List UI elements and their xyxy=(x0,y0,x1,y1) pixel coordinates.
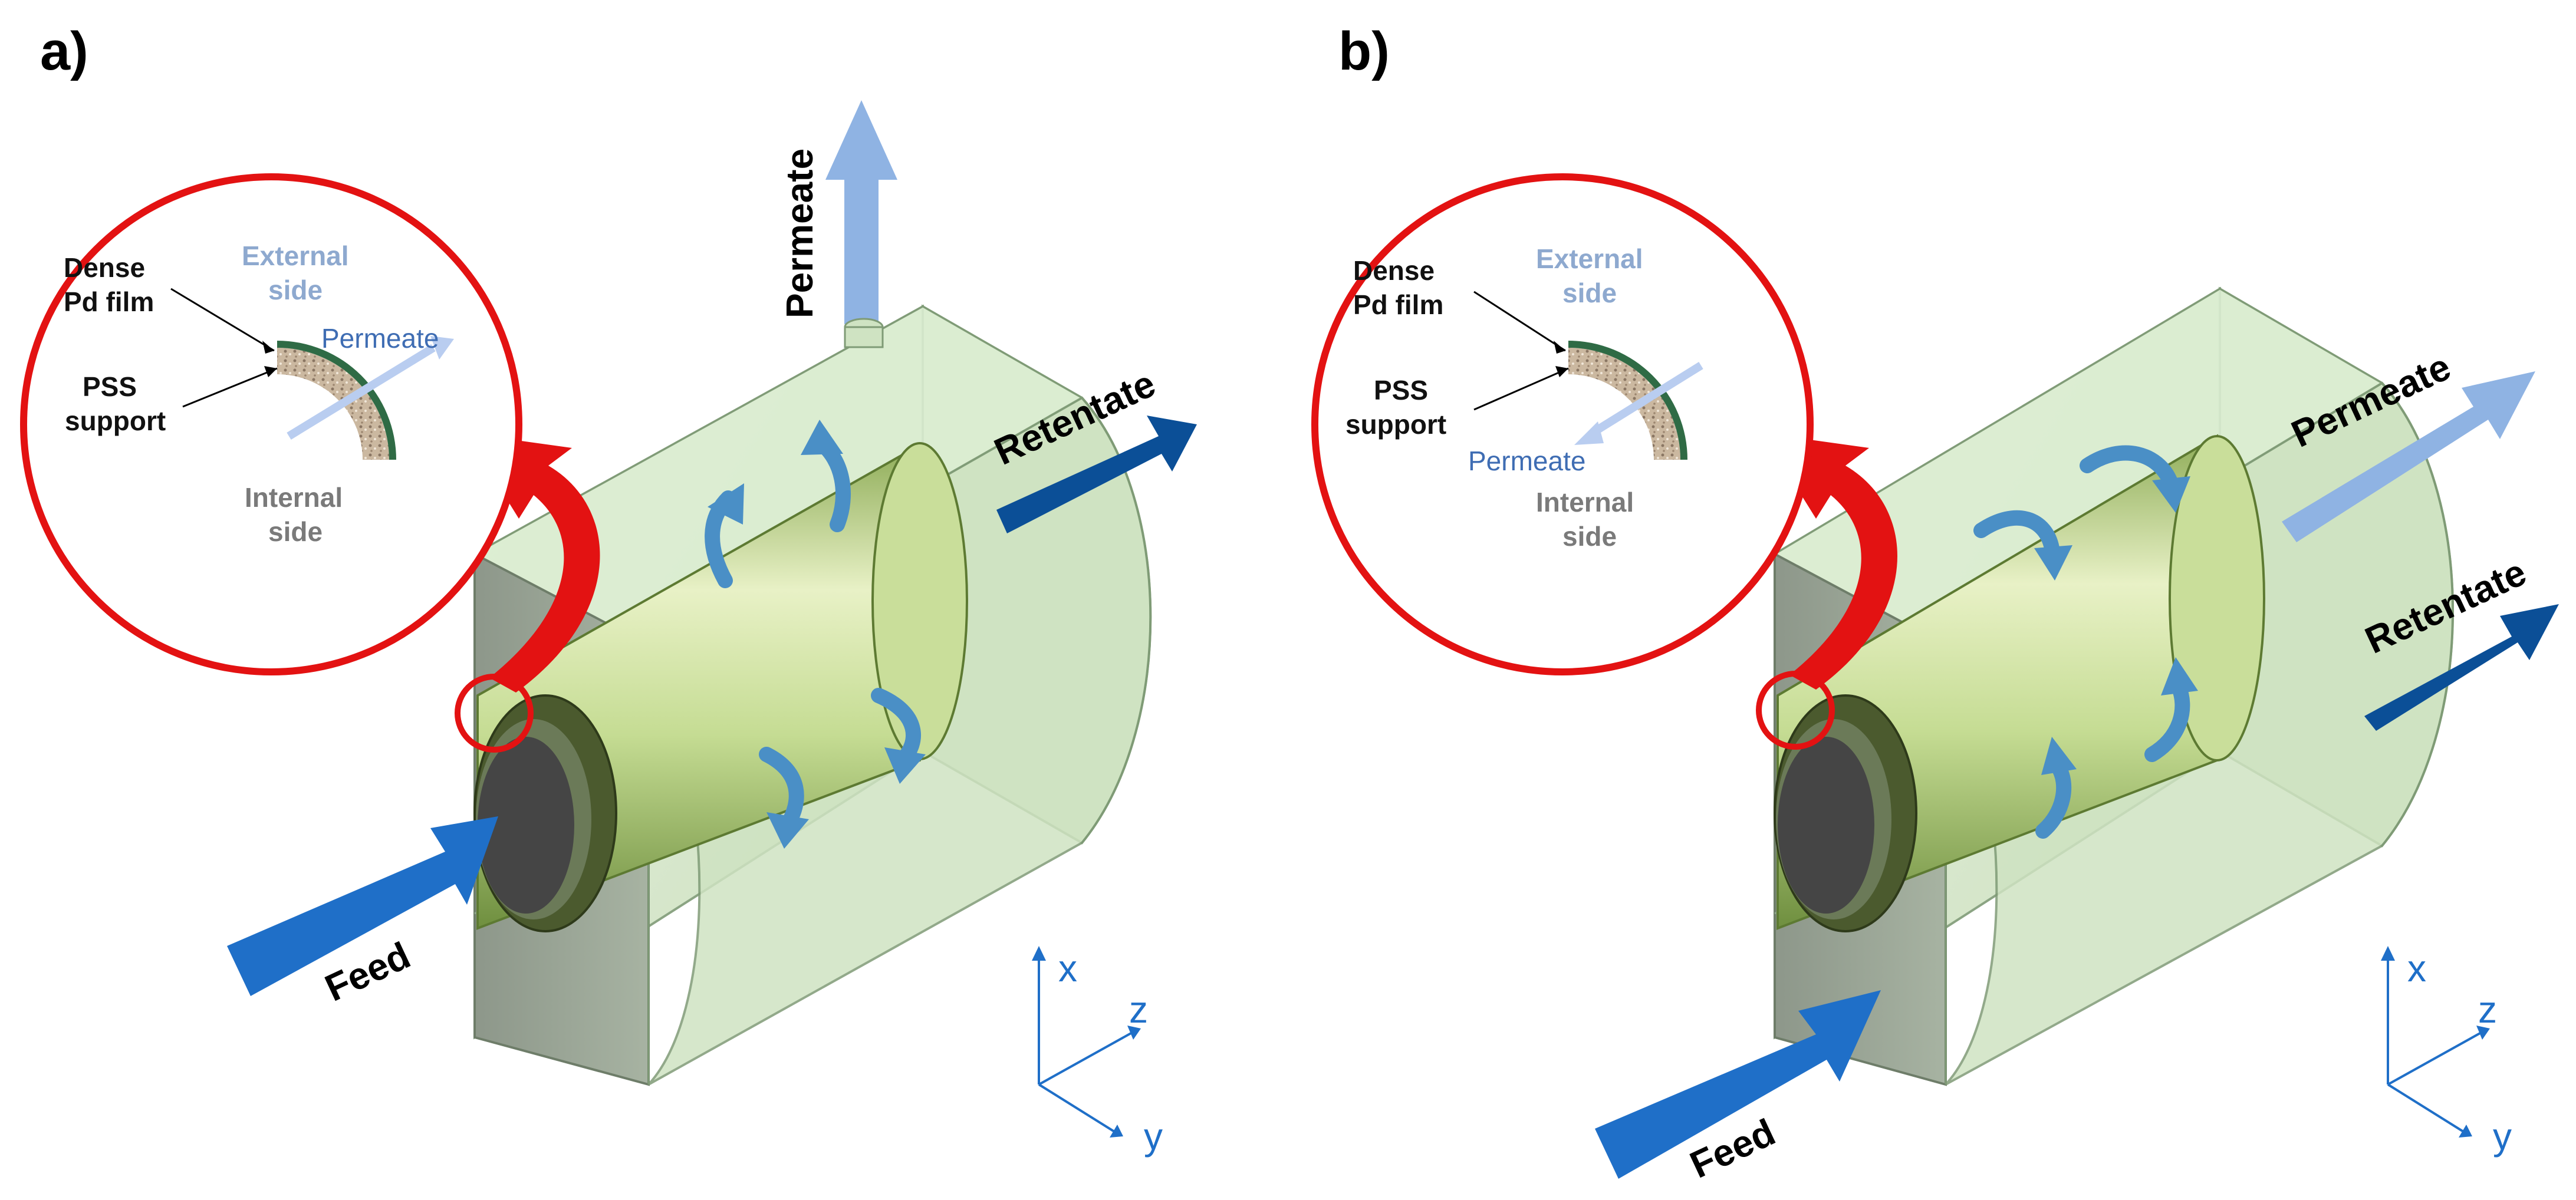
inset-internal-line2-b: side xyxy=(1562,521,1617,552)
pd-film-layer-b xyxy=(1568,341,1687,460)
panel-label-b: b) xyxy=(1338,21,1390,81)
membrane-tube-a xyxy=(473,442,968,932)
permeate-arrow-b xyxy=(2282,371,2535,542)
inset-permeate-label-b: Permeate xyxy=(1468,446,1585,476)
inset-membrane-a xyxy=(170,288,454,460)
inset-pss-line1-b: PSS xyxy=(1374,375,1428,406)
callout-a xyxy=(20,173,600,753)
axis-y-label-b: y xyxy=(2493,1115,2512,1158)
pss-support-layer-b xyxy=(1568,348,1680,460)
pd-film-layer-a xyxy=(277,341,396,460)
panel-a: a) Permeate xyxy=(20,21,1197,1158)
inset-permeate-arrow-b xyxy=(1590,362,1703,437)
callout-b xyxy=(1311,173,1898,750)
inset-pss-line1-a: PSS xyxy=(83,371,137,402)
axes-a xyxy=(1032,946,1141,1138)
inset-dense-line1-b: Dense xyxy=(1353,255,1435,286)
inset-dense-line2-a: Pd film xyxy=(64,286,154,317)
inset-internal-line1-b: Internal xyxy=(1536,487,1634,517)
inset-external-line2-b: side xyxy=(1562,278,1617,308)
inset-internal-line1-a: Internal xyxy=(245,482,343,513)
inset-permeate-label-a: Permeate xyxy=(321,323,439,354)
membrane-tube-b xyxy=(1774,434,2265,932)
flow-arrows-a xyxy=(705,420,926,849)
feed-arrow-a xyxy=(227,816,498,996)
axis-x-label-b: x xyxy=(2407,947,2426,990)
inset-internal-line2-a: side xyxy=(268,516,323,547)
panel-label-a: a) xyxy=(40,21,88,81)
panel-b: b) xyxy=(1311,21,2559,1186)
inset-circle-b xyxy=(1311,173,1814,675)
inset-dense-line1-a: Dense xyxy=(64,252,145,283)
pss-support-layer-a xyxy=(277,348,389,460)
retentate-arrow-a xyxy=(996,416,1197,533)
inset-circle-a xyxy=(20,173,522,675)
callout-red-arrow-a xyxy=(466,433,600,693)
inset-external-line1-b: External xyxy=(1536,243,1643,274)
axis-x-label-a: x xyxy=(1058,947,1077,990)
axis-y-label-a: y xyxy=(1144,1115,1163,1158)
retentate-arrow-b xyxy=(2364,604,2559,731)
inset-dense-line2-b: Pd film xyxy=(1353,289,1443,320)
inset-pss-line2-b: support xyxy=(1345,409,1446,440)
axes-b xyxy=(2381,946,2490,1138)
permeate-label-a: Permeate xyxy=(778,149,821,318)
inset-permeate-arrow-a xyxy=(287,344,436,440)
inset-membrane-b xyxy=(1473,291,1703,460)
permeate-outlet-arrow-a xyxy=(825,100,897,324)
axis-z-label-b: z xyxy=(2478,988,2497,1031)
feed-arrow-b xyxy=(1595,990,1881,1179)
inset-pss-line2-a: support xyxy=(65,406,166,436)
callout-red-arrow-b xyxy=(1763,433,1898,690)
inset-external-line2-a: side xyxy=(268,275,323,305)
flow-arrows-b xyxy=(1973,445,2198,839)
axis-z-label-a: z xyxy=(1129,988,1148,1031)
inset-external-line1-a: External xyxy=(242,240,349,271)
